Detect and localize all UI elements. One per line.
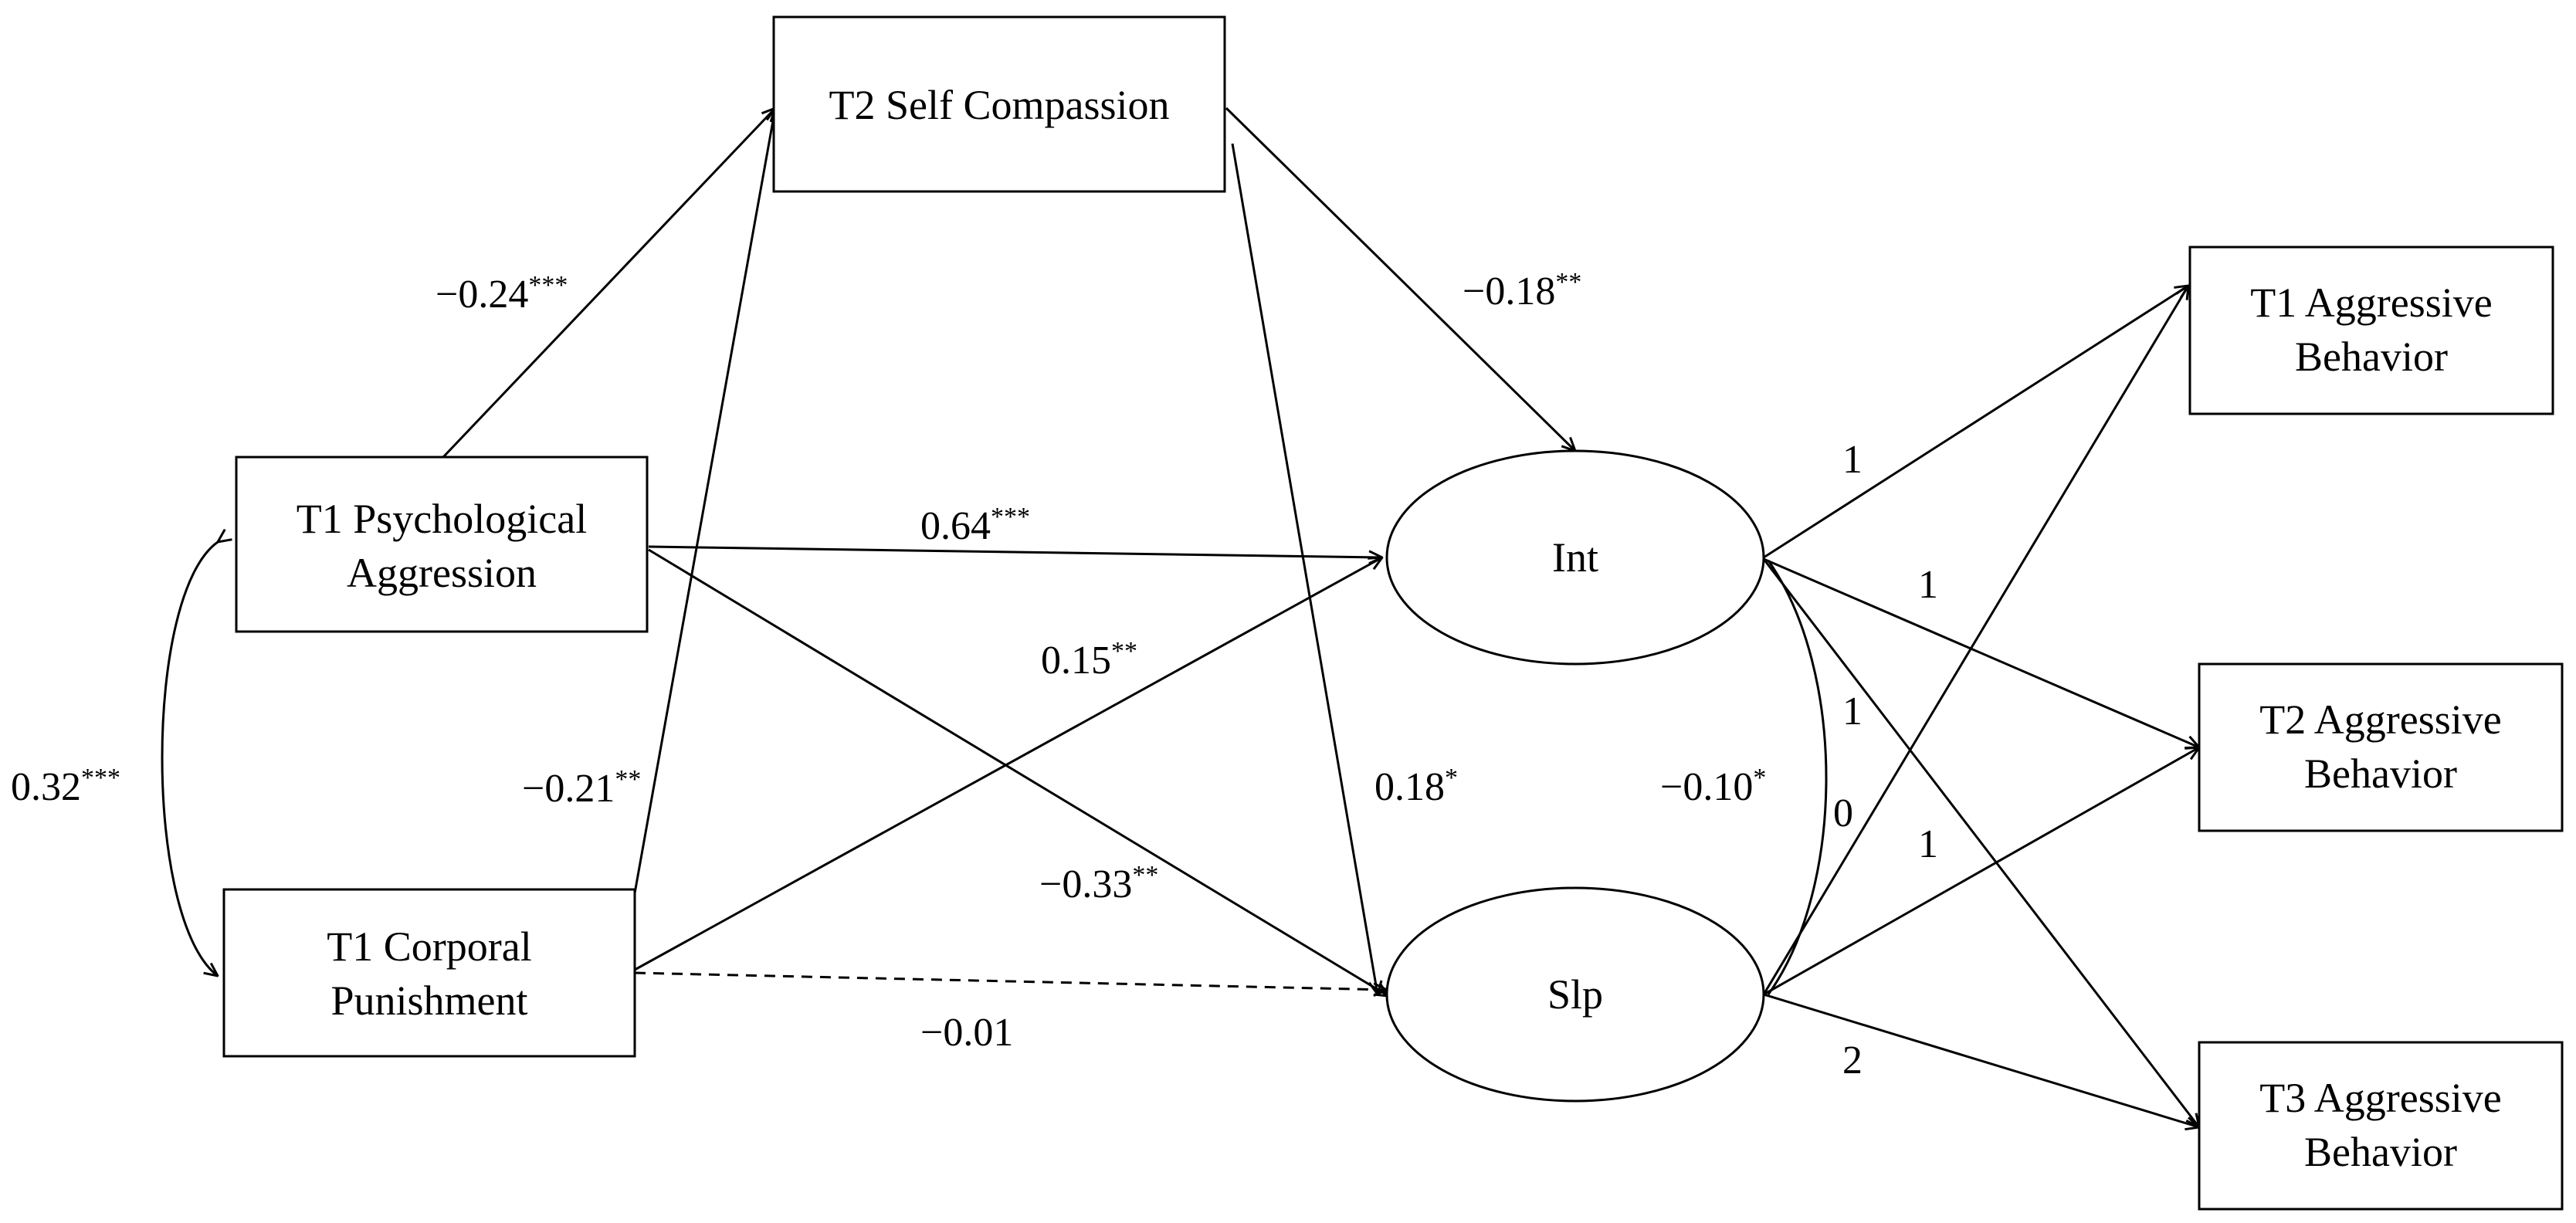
arrow-selfcomp-to-int xyxy=(1225,107,1575,451)
node-label: Slp xyxy=(1547,971,1603,1018)
node-label-line-2: Behavior xyxy=(2304,1129,2457,1175)
node-label-line-1: T1 Aggressive xyxy=(2250,279,2492,326)
node-t2-aggressive-behavior: T2 Aggressive Behavior xyxy=(2198,662,2564,832)
node-label-line-1: T1 Psychological xyxy=(297,496,587,542)
coef-psych-to-slp: −0.33** xyxy=(1039,861,1158,906)
arrow-psych-to-slp xyxy=(648,548,1388,996)
arrow-psych-to-selfcomp xyxy=(442,108,775,459)
covariance-psych-corp xyxy=(161,542,218,976)
node-slp-latent: Slp xyxy=(1385,886,1765,1103)
arrow-psych-to-int xyxy=(648,545,1382,557)
node-label-line-2: Behavior xyxy=(2295,334,2448,380)
arrow-int-to-t1ab xyxy=(1763,286,2188,559)
node-label-line-2: Aggression xyxy=(347,550,537,596)
coef-corp-to-slp: −0.01 xyxy=(920,1011,1013,1055)
coefficient-labels: −0.24*** −0.21** −0.18** 0.18* 0.64*** 0… xyxy=(11,268,1938,1082)
arrow-int-to-t3ab xyxy=(1762,558,2199,1127)
arrow-slp-to-t1ab xyxy=(1762,286,2188,995)
node-label-line-2: Punishment xyxy=(330,977,527,1024)
node-t2-self-compassion: T2 Self Compassion xyxy=(772,15,1226,193)
arrow-selfcomp-to-slp xyxy=(1231,143,1378,994)
loading-slp-t1: 0 xyxy=(1833,791,1853,835)
coef-int-slp-covariance: −0.10* xyxy=(1660,764,1766,809)
coef-psych-corp-covariance: 0.32*** xyxy=(11,764,120,809)
arrow-slp-to-t2ab xyxy=(1763,747,2199,996)
node-t1-psychological-aggression: T1 Psychological Aggression xyxy=(235,456,649,633)
edges xyxy=(161,107,2199,1127)
arrow-corp-to-selfcomp xyxy=(632,108,775,903)
node-t1-corporal-punishment: T1 Corporal Punishment xyxy=(222,888,636,1058)
coef-psych-to-selfcomp: −0.24*** xyxy=(436,271,568,317)
node-label-line-1: T1 Corporal xyxy=(327,923,531,970)
coef-corp-to-int: 0.15** xyxy=(1041,637,1137,683)
loading-int-t1: 1 xyxy=(1842,438,1863,482)
arrow-corp-to-slp-dashed xyxy=(634,971,1387,990)
arrow-corp-to-int xyxy=(634,557,1382,971)
loading-int-t3: 1 xyxy=(1842,689,1863,733)
node-label-line-2: Behavior xyxy=(2304,750,2457,797)
node-label-line-1: T2 Aggressive xyxy=(2259,696,2501,743)
coef-selfcomp-to-int: −0.18** xyxy=(1463,268,1581,313)
loading-int-t2: 1 xyxy=(1918,563,1938,607)
node-int-latent: Int xyxy=(1385,449,1765,666)
coef-corp-to-selfcomp: −0.21** xyxy=(522,765,641,811)
coef-selfcomp-to-slp: 0.18* xyxy=(1374,764,1458,809)
node-label-line-1: T3 Aggressive xyxy=(2259,1075,2501,1121)
covariance-int-slp xyxy=(1767,560,1828,995)
node-label: Int xyxy=(1552,534,1598,581)
node-t1-aggressive-behavior: T1 Aggressive Behavior xyxy=(2188,246,2554,415)
arrow-slp-to-t3ab xyxy=(1763,993,2199,1127)
loading-slp-t2: 1 xyxy=(1918,822,1938,866)
node-label: T2 Self Compassion xyxy=(829,82,1170,128)
arrow-int-to-t2ab xyxy=(1763,557,2199,747)
loading-slp-t3: 2 xyxy=(1842,1038,1863,1082)
node-t3-aggressive-behavior: T3 Aggressive Behavior xyxy=(2198,1041,2564,1211)
coef-psych-to-int: 0.64*** xyxy=(920,503,1030,548)
